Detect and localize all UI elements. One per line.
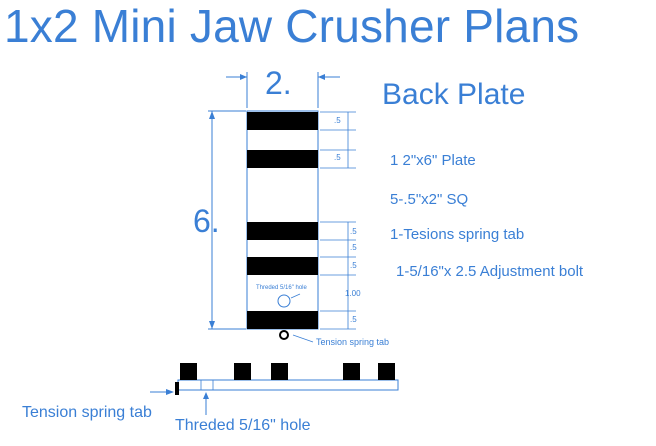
side-view-plate (177, 379, 399, 391)
bar-2 (247, 150, 318, 168)
spec-squares: 5-.5"x2" SQ (390, 191, 469, 208)
side-view-bar-1 (180, 363, 197, 380)
height-dimension-label: 6. (193, 203, 220, 239)
hole-leader (290, 293, 301, 299)
bar-4 (247, 257, 318, 275)
spacing-label: .5 (350, 261, 357, 270)
spacing-dimensions (320, 111, 356, 330)
tab-arrow-head (166, 389, 174, 395)
spacing-label: .5 (334, 116, 341, 125)
plate-outline (246, 110, 319, 330)
spacing-label: .5 (350, 227, 357, 236)
side-view-tension-tab (175, 382, 179, 395)
bar-5 (247, 311, 318, 329)
tension-tab-label-top: Tension spring tab (316, 337, 390, 347)
spec-adjustment-bolt: 1-5/16"x 2.5 Adjustment bolt (396, 263, 584, 280)
spec-plate: 1 2"x6" Plate (390, 152, 476, 169)
height-arrow-top (209, 111, 215, 119)
tension-tab-leader (292, 334, 314, 343)
plate-hole-label: Threded 5/16" hole (256, 285, 307, 291)
width-arrow-right (318, 74, 325, 80)
height-arrow-bottom (209, 321, 215, 329)
bar-1 (247, 112, 318, 130)
page-title: 1x2 Mini Jaw Crusher Plans (4, 0, 580, 52)
spacing-label: .5 (334, 153, 341, 162)
side-view-bar-3 (271, 363, 288, 380)
side-view-bar-5 (378, 363, 395, 380)
spacing-label: .5 (350, 315, 357, 324)
threaded-hole-label-bottom: Threded 5/16" hole (175, 417, 311, 434)
spacing-label: 1.00 (345, 289, 361, 298)
part-title: Back Plate (382, 78, 526, 111)
tension-tab-label-bottom: Tension spring tab (22, 404, 152, 421)
width-dimension-label: 2. (265, 65, 292, 101)
spec-tension-tab: 1-Tesions spring tab (390, 226, 525, 243)
bar-3 (247, 222, 318, 240)
side-view-bar-4 (343, 363, 360, 380)
hole-arrow-head (203, 392, 209, 399)
threaded-hole (277, 294, 291, 308)
spacing-label: .5 (350, 243, 357, 252)
tension-tab-ring (279, 330, 289, 340)
side-view-bar-2 (234, 363, 251, 380)
width-arrow-left (240, 74, 247, 80)
